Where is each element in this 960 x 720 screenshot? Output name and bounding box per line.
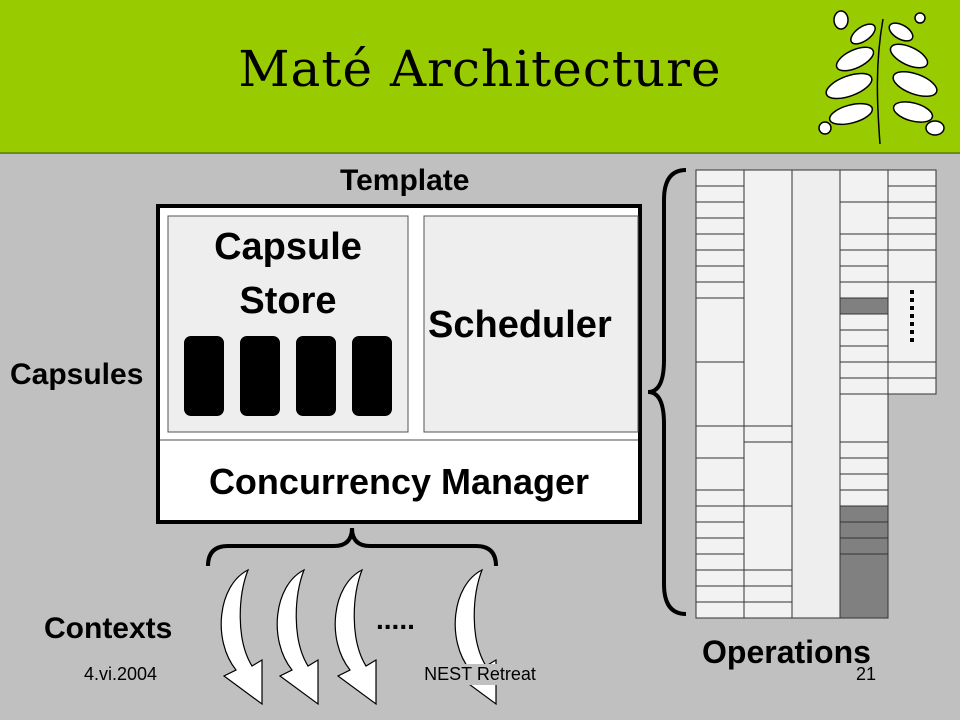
operation-cell [839, 169, 889, 203]
footer-page-number: 21 [856, 664, 877, 684]
operation-cell [839, 441, 889, 459]
operation-cell [743, 425, 793, 443]
operation-cell [839, 281, 889, 299]
concurrency-manager-label: Concurrency Manager [208, 461, 590, 502]
operation-cell [887, 169, 937, 187]
operation-cell [839, 473, 889, 491]
operation-cell [839, 553, 889, 619]
operation-cell [839, 537, 889, 555]
capsule-4 [352, 336, 392, 416]
operation-cell [743, 441, 793, 507]
operation-cell [887, 185, 937, 203]
operation-cell [743, 505, 793, 571]
operation-cell [839, 329, 889, 347]
context-arrow-3 [334, 568, 377, 706]
operation-cell [695, 233, 745, 251]
operation-cell [695, 569, 745, 587]
operation-cell [743, 169, 793, 427]
operation-cell [695, 169, 745, 187]
operation-cell [839, 233, 889, 251]
context-arrow-2 [276, 568, 319, 706]
operation-cell [839, 345, 889, 363]
operation-cell [887, 249, 937, 283]
operation-cell [887, 361, 937, 379]
operation-cell [839, 521, 889, 539]
operation-cell [839, 249, 889, 267]
operation-cell [743, 601, 793, 619]
operation-cell [839, 377, 889, 395]
operations-column-4 [839, 169, 889, 619]
operation-cell [695, 265, 745, 283]
operation-cell [695, 217, 745, 235]
operation-cell [887, 217, 937, 235]
capsule-1 [184, 336, 224, 416]
context-arrow-1 [220, 568, 263, 706]
operations-label: Operations [702, 634, 871, 670]
scheduler-box [423, 215, 639, 433]
operation-cell [887, 377, 937, 395]
contexts-brace [206, 527, 498, 567]
operation-cell [839, 313, 889, 331]
mate-plant-icon [818, 10, 945, 145]
footer-event: NEST Retreat [412, 664, 548, 685]
operation-cell [839, 297, 889, 315]
operation-cell [887, 201, 937, 219]
operation-cell [695, 489, 745, 507]
contexts-ellipsis: ..... [376, 604, 415, 635]
operations-column-3 [791, 169, 841, 619]
operation-cell [839, 457, 889, 475]
operation-cell [743, 585, 793, 603]
capsule-store-line2: Store [239, 280, 337, 322]
operation-cell [695, 601, 745, 619]
operation-cell [695, 201, 745, 219]
operation-cell [695, 185, 745, 203]
capsules-label: Capsules [10, 358, 144, 391]
operations-table [695, 169, 937, 619]
operation-cell [695, 585, 745, 603]
contexts-label: Contexts [44, 612, 173, 645]
operation-cell [887, 233, 937, 251]
operations-brace [647, 168, 687, 616]
operation-cell [695, 249, 745, 267]
capsule-store-line1: Capsule [214, 226, 362, 268]
footer-date: 4.vi.2004 [84, 664, 158, 684]
operation-cell [839, 361, 889, 379]
operation-cell [695, 537, 745, 555]
operations-column-1 [695, 169, 745, 619]
operation-cell [695, 457, 745, 491]
template-label: Template [340, 164, 470, 197]
operation-cell [839, 201, 889, 235]
operation-cell [839, 505, 889, 523]
operation-cell [695, 553, 745, 571]
scheduler-label: Scheduler [428, 304, 612, 346]
operation-cell [695, 425, 745, 459]
operation-cell [743, 569, 793, 587]
operation-cell [695, 297, 745, 363]
capsule-3 [296, 336, 336, 416]
operation-cell [695, 505, 745, 523]
operation-cell [839, 489, 889, 507]
operations-column-2 [743, 169, 793, 619]
operation-cell [839, 265, 889, 283]
operation-cell [695, 281, 745, 299]
slide-title: Maté Architecture [238, 40, 722, 98]
operation-cell [695, 361, 745, 427]
slide-header: Maté Architecture [0, 0, 960, 154]
operation-cell [839, 393, 889, 443]
capsule-2 [240, 336, 280, 416]
operation-cell [695, 521, 745, 539]
operations-column-5 [887, 169, 937, 395]
